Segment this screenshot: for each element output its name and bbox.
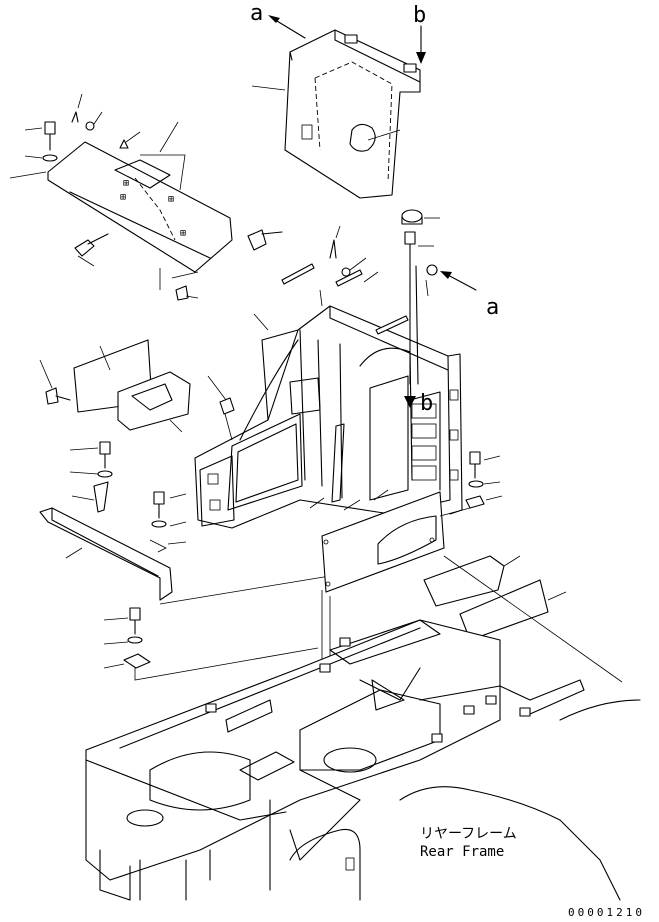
top-cover-panel — [284, 29, 421, 199]
bolt-left-mid — [39, 359, 71, 405]
bolt-bracket-left — [39, 441, 187, 601]
rear-frame — [85, 619, 641, 901]
right-side-plate — [321, 491, 567, 641]
center-frame-box — [194, 305, 463, 529]
bolt-lower-left — [103, 607, 151, 669]
rear-frame-label-jp: リヤーフレーム — [420, 826, 517, 842]
cap-bolt-top-right — [401, 209, 440, 297]
bolt-top-left — [9, 121, 58, 179]
svg-text:⊞: ⊞ — [123, 178, 129, 189]
callout-a-top: a — [250, 1, 306, 39]
svg-text:⊞: ⊞ — [168, 194, 174, 205]
callout-a-right-label: a — [486, 295, 499, 320]
callout-a-right: a — [440, 271, 499, 320]
svg-text:⊞: ⊞ — [120, 192, 126, 203]
rear-frame-label-en: Rear Frame — [420, 844, 504, 860]
callout-b-mid-label: b — [420, 391, 433, 416]
callout-b-mid: b — [404, 257, 433, 416]
callout-a-top-label: a — [250, 1, 263, 26]
drawing-number: 00001210 — [568, 906, 645, 919]
svg-text:⊞: ⊞ — [180, 228, 186, 239]
callout-b-top: b — [413, 3, 426, 64]
callout-b-top-label: b — [413, 3, 426, 28]
left-cover-plate — [73, 339, 191, 433]
hinged-lid-panel: ⊞ ⊞ ⊞ ⊞ — [47, 121, 233, 273]
